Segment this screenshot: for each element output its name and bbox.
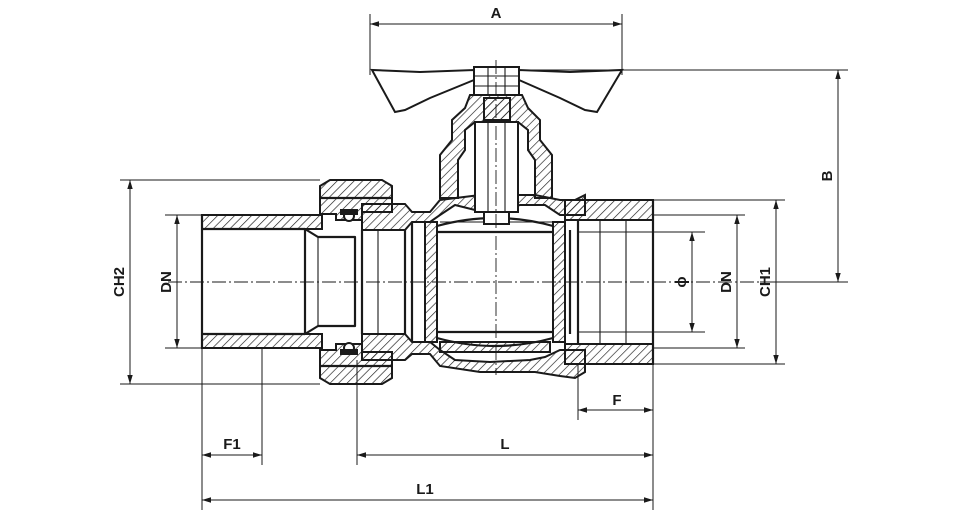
label-l: L	[500, 436, 509, 453]
left-tail-pipe	[200, 214, 357, 349]
extension-lines	[120, 14, 848, 510]
label-ch1: CH1	[757, 267, 774, 297]
ball-and-seats	[424, 216, 566, 353]
label-dn-right: DN	[718, 271, 735, 293]
label-l1: L1	[416, 481, 434, 498]
label-b: B	[819, 170, 836, 181]
label-dn-left: DN	[158, 271, 175, 293]
label-diameter: ϕ	[673, 276, 690, 287]
label-f1: F1	[223, 436, 241, 453]
dimension-labels: A B CH2 DN ϕ DN CH1 F F1 L L1	[111, 5, 836, 498]
label-ch2: CH2	[111, 267, 128, 297]
label-f: F	[612, 392, 621, 409]
label-a: A	[491, 5, 502, 22]
stem-and-bonnet	[439, 66, 553, 225]
valve-body	[168, 60, 760, 385]
dimension-lines	[127, 21, 841, 503]
